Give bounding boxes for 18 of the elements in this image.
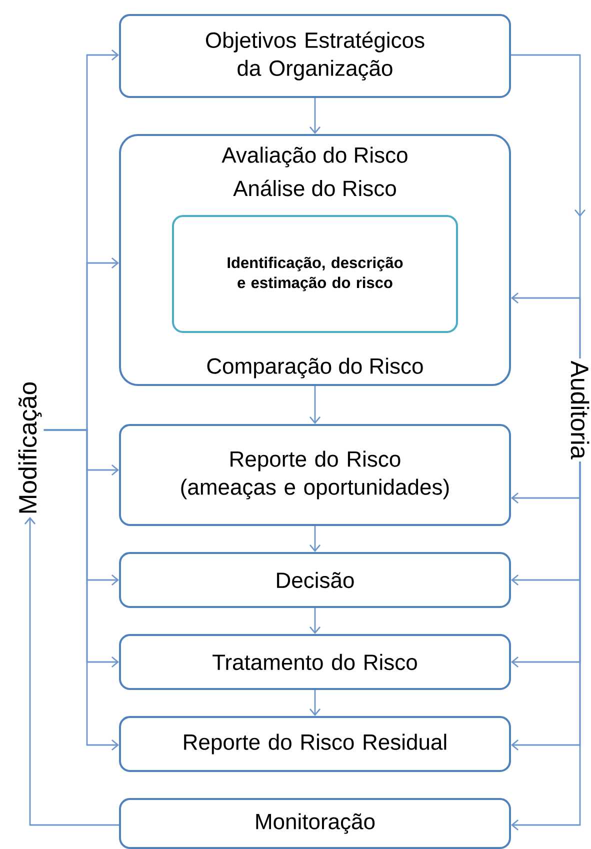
process-box: Objetivos Estratégicos da Organização xyxy=(119,14,511,98)
arrow xyxy=(309,98,321,134)
process-box: Reporte do Risco (ameaças e oportunidades) xyxy=(119,424,511,526)
arrow xyxy=(309,526,321,552)
rotated-label: Modificação xyxy=(18,382,42,513)
arrow xyxy=(309,608,321,634)
process-box: Reporte do Risco Residual xyxy=(119,716,511,772)
process-box: Identificação, descrição e estimação do risco xyxy=(172,215,458,333)
process-box: Monitoração xyxy=(119,798,511,849)
rotated-label: Auditoria xyxy=(570,360,590,460)
arrow xyxy=(24,516,119,826)
arrow xyxy=(44,429,119,751)
arrow xyxy=(309,386,321,424)
arrow xyxy=(511,462,581,831)
process-box: Decisão xyxy=(119,552,511,608)
arrow xyxy=(309,690,321,716)
process-box: Tratamento do Risco xyxy=(119,634,511,690)
arrow xyxy=(511,292,581,358)
